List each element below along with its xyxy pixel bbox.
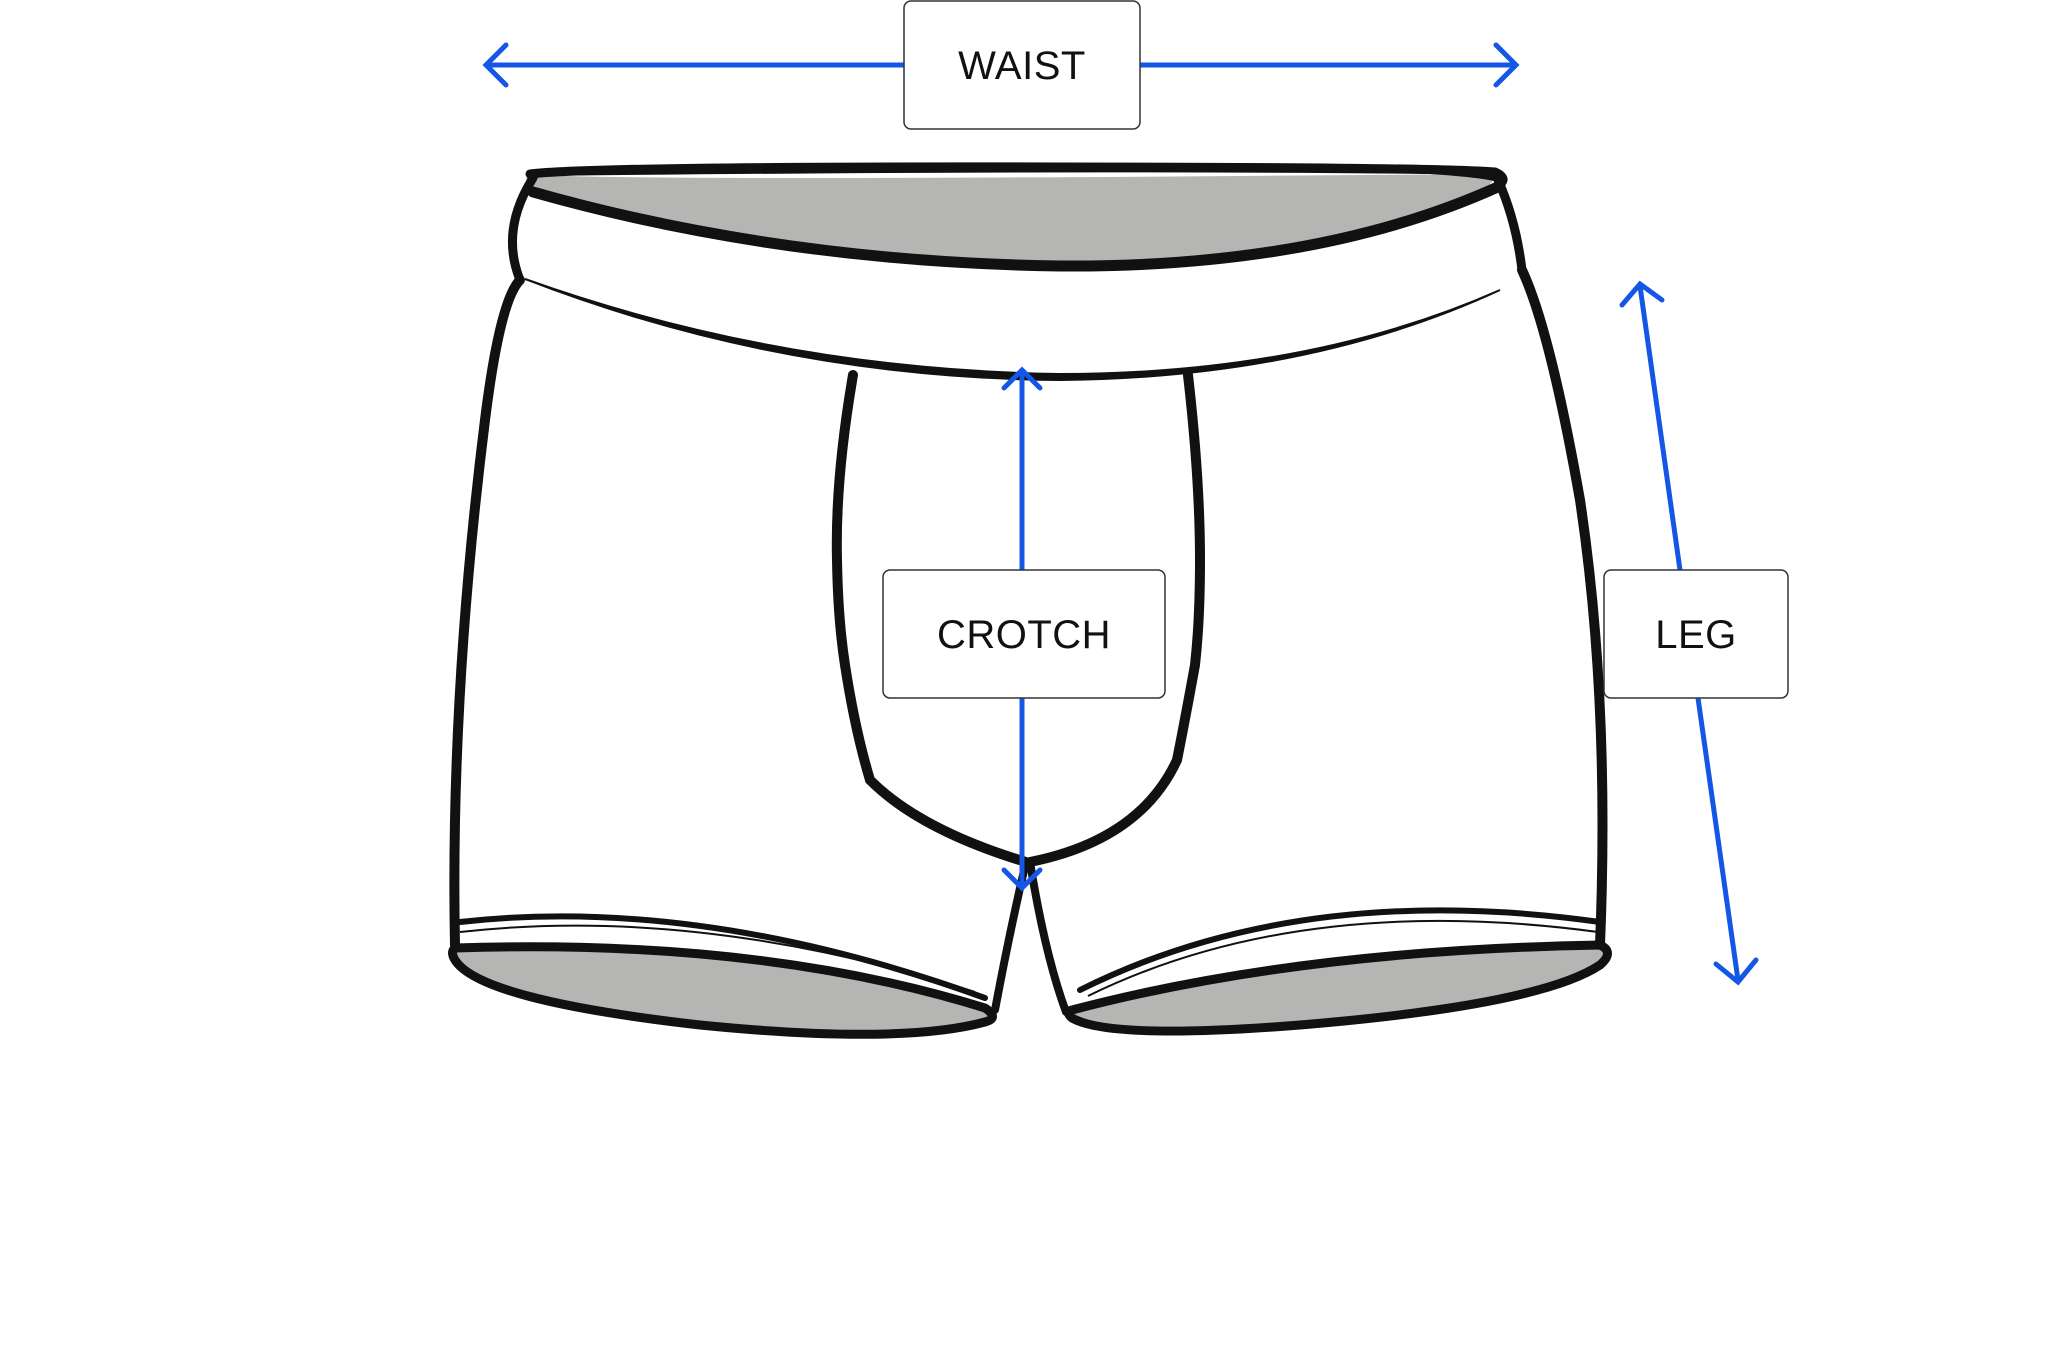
right-leg-outer-seam <box>1517 265 1608 950</box>
right-cuff-seam <box>1077 907 1603 993</box>
leg-label: LEG <box>1603 569 1789 699</box>
leg-arrow-top-head <box>1619 280 1665 308</box>
pouch-right-seam <box>1025 370 1206 867</box>
crotch-label-box <box>882 569 1166 699</box>
waistband-seam <box>524 278 1501 382</box>
boxer-brief-illustration <box>448 162 1612 1039</box>
waist-label-box <box>903 0 1141 130</box>
leg-label-box <box>1603 569 1789 699</box>
leg-arrow-top-line <box>1637 283 1683 573</box>
waistband-left-side <box>507 173 538 285</box>
crotch-label: CROTCH <box>882 569 1166 699</box>
crotch-arrow-bottom-head <box>1001 867 1043 892</box>
left-leg-opening <box>455 946 994 1035</box>
waist-label: WAIST <box>903 0 1141 130</box>
right-leg-opening <box>1072 945 1608 1032</box>
waistband-rim-outline <box>525 162 1508 189</box>
left-leg-opening-outline <box>448 942 997 1039</box>
pouch-left-seam <box>831 370 1031 867</box>
waist-arrow-left-head <box>482 42 509 88</box>
leg-label-text: LEG <box>1655 613 1737 657</box>
crotch-arrow-top-head <box>1001 366 1043 391</box>
right-cuff-seam-bottom <box>1087 919 1599 997</box>
leg-arrow-bottom-line <box>1695 695 1741 983</box>
crotch-label-text: CROTCH <box>937 613 1111 657</box>
measurement-arrows <box>482 42 1759 986</box>
right-inner-leg <box>1026 858 1070 1016</box>
waistband-front-edge <box>527 180 1506 272</box>
left-cuff-seam-bottom <box>459 924 976 993</box>
waist-label-text: WAIST <box>958 44 1086 88</box>
leg-arrow-bottom-head <box>1713 957 1759 986</box>
right-leg-opening-outline <box>1064 940 1612 1036</box>
left-leg-outer-seam <box>449 275 525 950</box>
waist-arrow-right-head <box>1493 42 1520 88</box>
waistband-right-side <box>1493 175 1527 275</box>
